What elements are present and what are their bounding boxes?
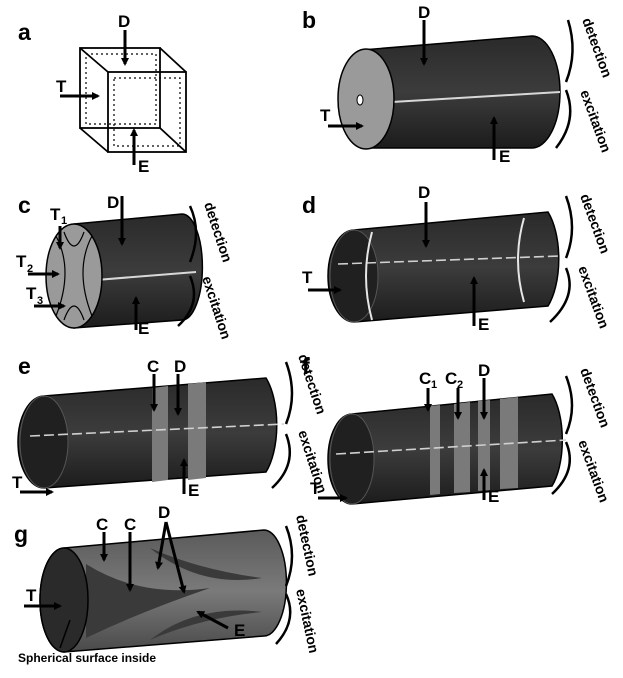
coating-band-2-e (188, 382, 206, 480)
cylinder-end-face-b (337, 48, 395, 150)
cylinder-opening-d (329, 229, 379, 323)
label-C-right-g: C (124, 515, 136, 534)
brace-detection-f (564, 375, 574, 435)
panel-e-label: e (18, 353, 31, 379)
arrow-E-g (196, 610, 229, 630)
brace-excitation-f (551, 441, 571, 495)
label-E-g: E (234, 621, 245, 640)
label-C2-f: C (445, 369, 457, 388)
panel-a: a D T E (18, 12, 187, 176)
side-excitation-d: excitation (575, 264, 612, 331)
brace-excitation-c (177, 275, 196, 327)
brace-detection-d (564, 195, 574, 259)
side-excitation-c: excitation (199, 274, 234, 341)
brace-excitation-e (271, 433, 291, 489)
label-D-f: D (478, 361, 490, 380)
label-D-c: D (107, 193, 119, 212)
panel-d: d D T E detection excitation (302, 183, 614, 334)
cylinder-end-face-g (39, 547, 89, 653)
label-T-e: T (12, 473, 23, 492)
center-line-c (95, 271, 197, 281)
label-D-e: D (174, 357, 186, 376)
center-line-b (391, 91, 561, 103)
label-E-f: E (488, 487, 499, 506)
center-line-f (335, 439, 567, 455)
center-line-e (29, 423, 285, 437)
panel-f-label: f (302, 353, 310, 379)
cylinder-end-face-c (45, 223, 103, 329)
panel-g-label: g (14, 521, 28, 547)
label-D-d: D (418, 183, 430, 202)
label-T2-sub-c: 2 (27, 263, 33, 275)
panel-c-label: c (18, 192, 31, 218)
pinhole-b (356, 94, 364, 106)
side-detection-d: detection (577, 192, 613, 256)
label-T2-c: T (16, 252, 27, 271)
arrow-D2-g (164, 521, 187, 594)
panel-a-label: a (18, 19, 31, 45)
label-C1-sub-f: 1 (431, 379, 437, 391)
brace-detection-c (188, 205, 198, 263)
brace-excitation-d (549, 267, 571, 323)
side-detection-g: detection (293, 513, 322, 577)
panel-b: b D T E detection excitation (302, 3, 616, 166)
label-T-g: T (26, 586, 37, 605)
label-E-d: E (478, 315, 489, 334)
label-T1-sub-c: 1 (61, 215, 67, 227)
caption-spherical-surface: Spherical surface inside (18, 651, 156, 665)
side-excitation-f: excitation (575, 438, 612, 505)
side-detection-c: detection (201, 200, 235, 264)
cylinder-opening-f (329, 413, 375, 505)
brace-excitation-b (555, 89, 572, 149)
label-E-b: E (499, 147, 510, 166)
panel-b-label: b (302, 7, 316, 33)
center-line-d (337, 255, 561, 265)
cylinder-opening-e (19, 395, 69, 489)
label-T-f: T (310, 479, 321, 498)
label-D-a: D (118, 12, 130, 31)
arrow-D1-g (155, 521, 168, 570)
side-detection-f: detection (577, 366, 613, 430)
side-excitation-g: excitation (293, 587, 322, 654)
ring-right-d (517, 217, 525, 303)
label-T-b: T (320, 106, 331, 125)
label-T-a: T (56, 77, 67, 96)
side-detection-b: detection (579, 16, 615, 80)
brace-detection-b (564, 19, 574, 83)
label-E-a: E (138, 157, 149, 176)
label-E-c: E (138, 319, 149, 338)
side-detection-e: detection (295, 352, 329, 416)
caption-pointer-g (59, 619, 71, 649)
panel-c: c D T 1 T 2 T 3 E detection excitation (16, 192, 236, 341)
cylinder-body-c (73, 213, 204, 329)
label-C2-sub-f: 2 (457, 379, 463, 391)
panel-e: e C D T E detection excitation (12, 352, 331, 500)
side-excitation-b: excitation (577, 88, 614, 155)
brace-detection-e (284, 361, 294, 425)
coating-band-1-f (430, 405, 440, 495)
ring-left-d (365, 231, 373, 321)
brace-detection-g (284, 525, 294, 587)
cuvette-cube (79, 47, 187, 153)
panel-d-label: d (302, 192, 316, 218)
coating-band-2-f (454, 402, 470, 493)
label-C1-f: C (419, 369, 431, 388)
label-T3-sub-c: 3 (37, 295, 43, 307)
label-D-g: D (158, 503, 170, 522)
panel-g: g C C D T E Spherical surface inside det… (14, 503, 322, 665)
label-T1-c: T (50, 205, 61, 224)
label-T3-c: T (26, 284, 37, 303)
brace-excitation-g (275, 593, 292, 645)
cylinder-body-b (361, 35, 561, 149)
label-T-d: T (302, 268, 313, 287)
label-D-b: D (418, 3, 430, 22)
panel-f: f C 1 C 2 D T E detection excitation (302, 353, 614, 506)
label-C-left-g: C (96, 515, 108, 534)
label-C-e: C (147, 357, 159, 376)
label-E-e: E (188, 481, 199, 500)
